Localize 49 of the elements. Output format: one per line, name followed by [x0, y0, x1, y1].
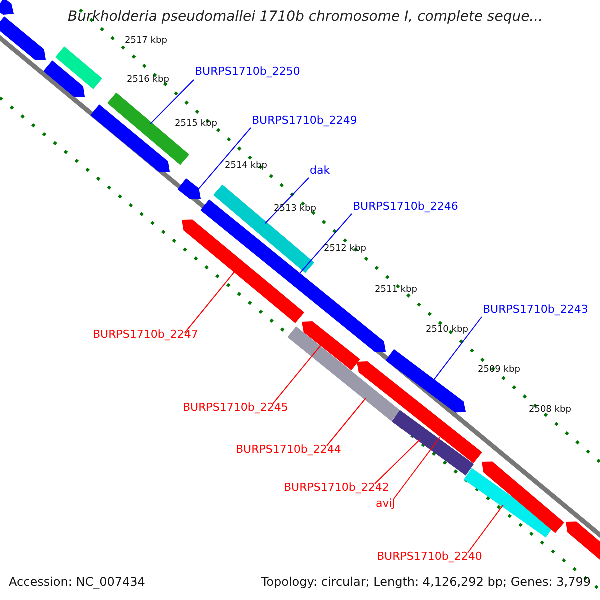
gene-block — [482, 462, 564, 534]
gene-block — [566, 522, 600, 560]
leader-line — [264, 178, 310, 224]
gene-block — [56, 46, 102, 90]
leader-line — [432, 316, 482, 382]
gene-label: BURPS1710b_2249 — [252, 115, 358, 126]
gene-block — [214, 184, 314, 274]
gene-label: BURPS1710b_2245 — [183, 402, 288, 413]
leader-line — [184, 270, 236, 334]
gene-label: BURPS1710b_2250 — [195, 66, 300, 77]
gene-label: BURPS1710b_2243 — [483, 304, 588, 315]
gene-label: BURPS1710b_2242 — [284, 482, 390, 493]
leader-line — [374, 439, 421, 484]
scale-label: 2512 kbp — [324, 245, 366, 254]
leader-line — [150, 80, 194, 125]
gene-block — [178, 178, 201, 200]
gene-label: BURPS1710b_2240 — [377, 551, 482, 562]
scale-label: 2511 kbp — [375, 286, 418, 295]
leader-line — [468, 504, 504, 554]
gene-block — [182, 220, 304, 324]
gene-block — [288, 326, 400, 422]
scale-label: 2515 kbp — [175, 120, 218, 129]
scale-label: 2517 kbp — [125, 37, 168, 46]
gene-label: dak — [310, 165, 330, 176]
gene-block — [0, 0, 14, 15]
leader-line — [197, 128, 252, 191]
leader-line — [394, 435, 442, 500]
gene-label: aviJ — [376, 498, 396, 509]
scale-label: 2509 kbp — [478, 366, 520, 375]
gene-block — [392, 410, 474, 476]
leader-line — [298, 214, 352, 276]
scale-label: 2514 kbp — [225, 162, 268, 171]
scale-label: 2510 kbp — [426, 326, 468, 335]
gene-block — [386, 349, 466, 413]
gene-block — [302, 322, 360, 370]
leader-line — [326, 398, 367, 446]
gene-block — [464, 468, 554, 538]
footer-text: Topology: circular; Length: 4,126,292 bp; Genes: 3,799 — [261, 576, 591, 588]
map-title: Burkholderia pseudomallei 1710b chromosome I, complete seque... — [68, 10, 544, 24]
leader-line — [272, 344, 322, 404]
gene-label: BURPS1710b_2244 — [236, 444, 342, 455]
footer-text: Accession: NC_007434 — [9, 576, 146, 588]
gene-block — [0, 16, 46, 60]
gene-label: BURPS1710b_2246 — [353, 201, 458, 212]
scale-label: 2516 kbp — [127, 76, 170, 85]
gene-label: BURPS1710b_2247 — [93, 329, 198, 340]
gene-block — [44, 60, 85, 98]
gene-block — [90, 104, 170, 172]
scale-label: 2508 kbp — [529, 406, 572, 415]
